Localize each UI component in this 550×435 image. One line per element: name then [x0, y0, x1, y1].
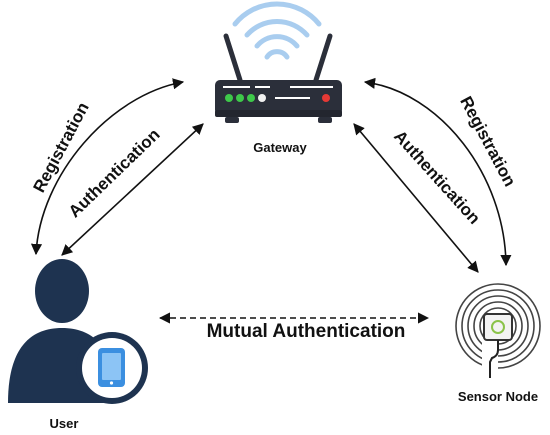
left-authentication-arrow: [61, 123, 204, 256]
mutual-authentication-label: Mutual Authentication: [207, 321, 406, 342]
wifi-router-icon: [215, 1, 342, 123]
right-authentication-label: Authentication: [390, 127, 484, 228]
user-label: User: [50, 416, 79, 431]
sensor-node-label: Sensor Node: [458, 389, 538, 404]
left-registration-label: Registration: [29, 99, 92, 195]
user-with-phone-icon: [8, 259, 148, 404]
gateway-label: Gateway: [253, 140, 307, 155]
wifi-signal-icon: [232, 1, 322, 60]
sensor-node-icon: [455, 283, 541, 378]
right-authentication-arrow: [353, 123, 479, 273]
right-registration-label: Registration: [456, 93, 519, 189]
